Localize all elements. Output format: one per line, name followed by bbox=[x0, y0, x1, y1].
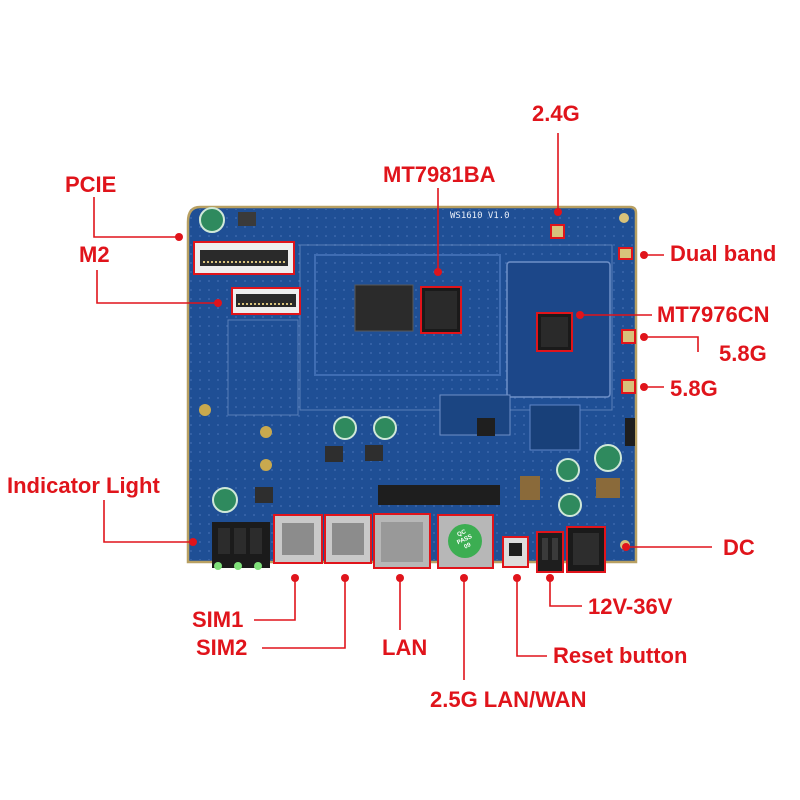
pin-header bbox=[378, 418, 635, 505]
qc-pass-sticker bbox=[448, 524, 482, 558]
leader-m2 bbox=[96, 270, 218, 304]
leader-sim2 bbox=[262, 580, 346, 649]
label-mt7981ba: MT7981BA bbox=[383, 162, 496, 187]
label-5-8g-b: 5.8G bbox=[670, 376, 718, 401]
power-terminal bbox=[536, 531, 564, 573]
mt7981ba-chip bbox=[354, 284, 462, 334]
leader-5-8g-a bbox=[646, 336, 699, 352]
antenna-pads bbox=[550, 224, 636, 394]
label-dual-band: Dual band bbox=[670, 241, 777, 266]
lan-port bbox=[373, 513, 431, 569]
sim2-slot bbox=[324, 514, 372, 564]
leader-sim1 bbox=[254, 580, 296, 621]
small-ic bbox=[477, 418, 495, 436]
sim1-slot bbox=[273, 514, 323, 564]
label-mt7976cn: MT7976CN bbox=[657, 302, 770, 327]
indicator-lights bbox=[212, 522, 270, 570]
callout-dots bbox=[175, 208, 648, 582]
m2-slot bbox=[231, 287, 301, 315]
callout-lines bbox=[93, 133, 712, 680]
label-sim1: SIM1 bbox=[192, 607, 244, 632]
reset-button bbox=[502, 536, 529, 568]
dc-jack bbox=[566, 526, 606, 573]
leader-voltage bbox=[549, 580, 582, 607]
label-2-4g: 2.4G bbox=[532, 101, 580, 126]
label-voltage: 12V-36V bbox=[588, 594, 673, 619]
label-indicator-light: Indicator Light bbox=[7, 473, 160, 498]
lan-wan-port bbox=[437, 514, 494, 569]
label-sim2: SIM2 bbox=[196, 635, 248, 660]
leader-pcie bbox=[93, 197, 180, 238]
board-silkscreen: WS1610 V1.0 bbox=[450, 211, 510, 221]
leader-reset bbox=[516, 580, 547, 657]
leader-indicator bbox=[103, 500, 192, 543]
label-reset-button: Reset button bbox=[553, 643, 688, 668]
label-dc: DC bbox=[723, 535, 755, 560]
mt7976cn-chip bbox=[536, 312, 573, 352]
label-m2: M2 bbox=[79, 242, 110, 267]
label-5-8g-a: 5.8G bbox=[719, 341, 767, 366]
pcie-slot bbox=[193, 241, 295, 275]
capacitors bbox=[199, 207, 622, 517]
label-pcie: PCIE bbox=[65, 172, 117, 197]
label-lan-wan: 2.5G LAN/WAN bbox=[430, 687, 587, 712]
label-lan: LAN bbox=[382, 635, 428, 660]
